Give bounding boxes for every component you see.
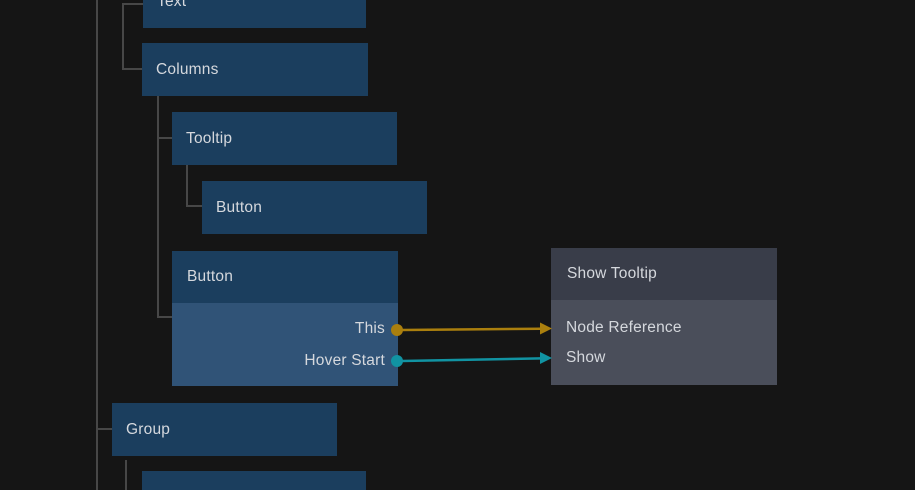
wire-this-to-node-reference[interactable] [401, 327, 542, 332]
port-row-this[interactable]: This [172, 314, 398, 344]
port-label-this: This [354, 320, 385, 337]
tree-trunk-line [96, 0, 98, 490]
tree-stub-group [96, 428, 113, 430]
tree-node-tooltip[interactable]: Tooltip [172, 112, 397, 165]
tree-node-group[interactable]: Group [112, 403, 337, 456]
wire-this-arrowhead-icon [540, 322, 552, 335]
wire-hover-start-to-show[interactable] [401, 357, 542, 363]
tree-branch-line-tooltip-children [186, 165, 188, 207]
tree-stub-text [122, 3, 143, 5]
tree-stub-button-node [157, 316, 172, 318]
tree-node-button-child[interactable]: Button [202, 181, 427, 234]
tree-node-text[interactable]: Text [143, 0, 366, 28]
tree-branch-line-group-children [125, 460, 127, 490]
tree-node-partial-bottom[interactable] [142, 471, 366, 490]
port-dot-this[interactable] [391, 324, 403, 336]
tree-branch-line-columns-children [157, 96, 159, 318]
tree-node-text-label: Text [157, 0, 187, 10]
node-show-tooltip[interactable]: Show Tooltip Node Reference Show [551, 248, 777, 385]
node-button-source-header[interactable]: Button [172, 251, 398, 303]
tree-stub-tooltip [157, 137, 172, 139]
node-button-source-body: This Hover Start [172, 303, 398, 386]
node-show-tooltip-title: Show Tooltip [567, 265, 658, 282]
row-node-reference[interactable]: Node Reference [551, 313, 777, 343]
row-show-label: Show [566, 349, 606, 366]
tree-node-group-label: Group [126, 420, 171, 438]
node-show-tooltip-header[interactable]: Show Tooltip [551, 248, 777, 300]
wire-hover-start-arrowhead-icon [540, 352, 552, 364]
tree-node-button-child-label: Button [216, 198, 263, 216]
node-button-source[interactable]: Button This Hover Start [172, 251, 398, 386]
tree-stub-button-child [186, 205, 202, 207]
port-row-hover-start[interactable]: Hover Start [172, 346, 398, 376]
tree-node-columns[interactable]: Columns [142, 43, 368, 96]
port-dot-hover-start[interactable] [391, 355, 403, 367]
tree-node-columns-label: Columns [156, 60, 219, 78]
row-node-reference-label: Node Reference [566, 319, 682, 336]
port-label-hover-start: Hover Start [304, 352, 385, 369]
tree-stub-columns [122, 68, 142, 70]
node-show-tooltip-body: Node Reference Show [551, 300, 777, 385]
tree-branch-line-text-columns [122, 3, 124, 70]
row-show[interactable]: Show [551, 343, 777, 373]
tree-node-tooltip-label: Tooltip [186, 129, 233, 147]
node-button-source-title: Button [187, 268, 234, 285]
